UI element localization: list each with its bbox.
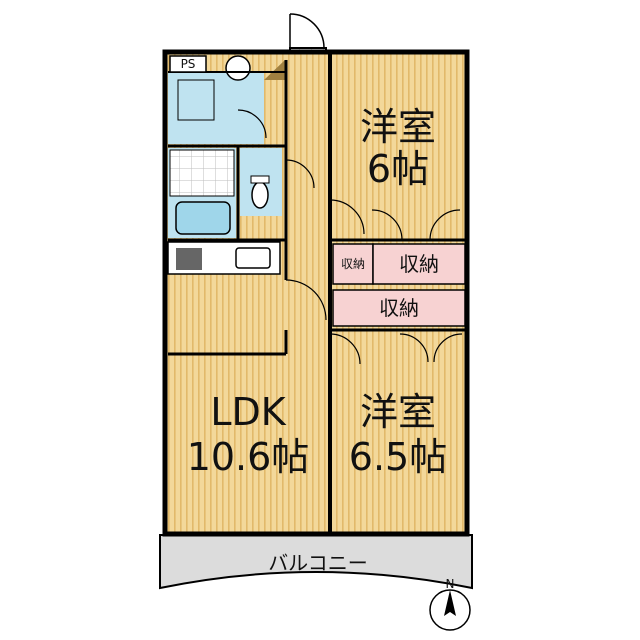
bathtub-icon: [175, 201, 231, 235]
storage-south: [332, 289, 466, 327]
balcony: [159, 534, 473, 590]
bedroom-south-name: 洋室: [360, 390, 436, 434]
door-swings: [237, 109, 463, 365]
walls: [162, 49, 470, 537]
balcony-label: バルコニー: [268, 551, 368, 575]
kitchen-sink-icon: [235, 247, 271, 269]
compass-label: N: [446, 577, 455, 591]
pipe-space-box: [169, 55, 207, 73]
toilet: [240, 148, 282, 216]
washroom: [168, 55, 285, 144]
toilet-icon: [251, 181, 269, 209]
pipe-space-label: PS: [181, 57, 196, 71]
storage-small-label: 収納: [341, 257, 365, 271]
bedroom-north-size: 6帖: [367, 147, 429, 191]
compass: N: [429, 577, 471, 631]
sink-icon: [225, 55, 251, 81]
kitchen: [167, 241, 281, 275]
bedroom-south-size: 6.5帖: [349, 435, 447, 479]
storage-north-label: 収納: [399, 252, 439, 276]
ldk-size: 10.6帖: [187, 435, 310, 479]
bedroom-north-name: 洋室: [360, 105, 436, 149]
ldk-name: LDK: [210, 390, 286, 434]
north-arrow-icon: [444, 590, 456, 616]
stove-icon: [176, 248, 202, 270]
storage-north: [372, 243, 466, 285]
storage-small: [332, 243, 374, 285]
shelf-icon: [264, 60, 285, 80]
bathroom: [168, 148, 236, 238]
storage-south-label: 収納: [379, 296, 419, 320]
